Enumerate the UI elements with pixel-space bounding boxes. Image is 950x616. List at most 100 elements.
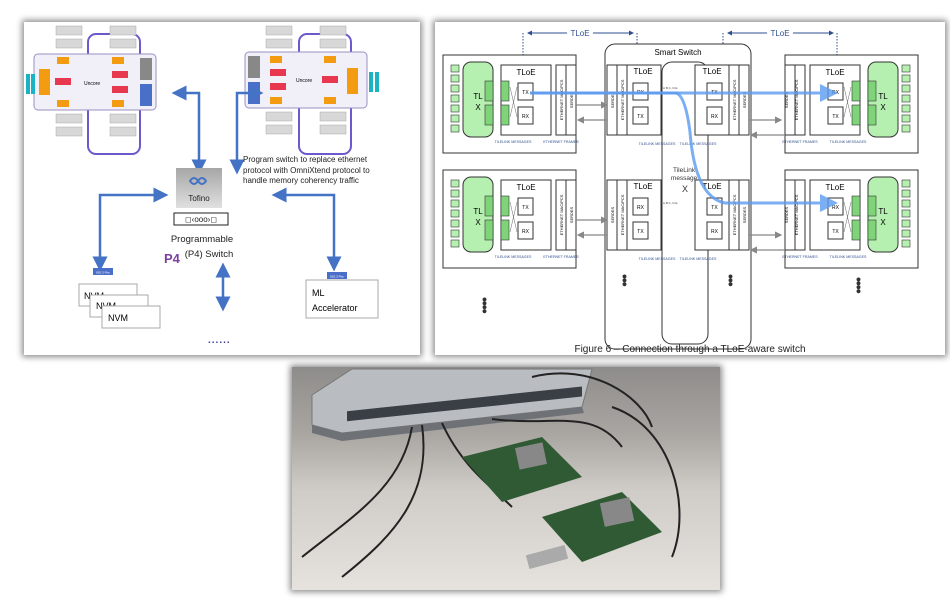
switch-port-bottom-right: TLoE TX RX ETHERNET MAC/PCS SERDES TILELINK M… bbox=[680, 179, 785, 261]
switch-ports-glyph: ◻‹ooo›◻ bbox=[185, 215, 217, 224]
program-switch-note: Program switch to replace ethernet proto… bbox=[243, 155, 372, 185]
svg-text:TX: TX bbox=[832, 229, 839, 235]
svg-text:A,B,C, D,E: A,B,C, D,E bbox=[663, 86, 678, 90]
svg-text:••••: •••• bbox=[851, 277, 867, 294]
svg-text:RX: RX bbox=[637, 205, 645, 211]
svg-text:TX: TX bbox=[711, 205, 718, 211]
svg-text:RX: RX bbox=[522, 229, 530, 235]
svg-text:SERDES: SERDES bbox=[784, 206, 789, 223]
svg-text:SERDES: SERDES bbox=[569, 91, 574, 108]
svg-text:ETHERNET MAC/PCS: ETHERNET MAC/PCS bbox=[559, 79, 564, 120]
svg-text:ETHERNET MAC/PCS: ETHERNET MAC/PCS bbox=[620, 79, 625, 120]
svg-text:TL: TL bbox=[473, 207, 483, 216]
more-devices-ellipsis: ...... bbox=[208, 335, 231, 346]
svg-text:TLoE: TLoE bbox=[633, 182, 652, 191]
p4-logo: P4 bbox=[164, 251, 181, 266]
svg-text:SERDES: SERDES bbox=[784, 91, 789, 108]
svg-text:TILELINK MESSAGES: TILELINK MESSAGES bbox=[495, 255, 532, 259]
svg-text:ETHERNET MAC/PCS: ETHERNET MAC/PCS bbox=[732, 194, 737, 235]
svg-text:ETHERNET FRAMES: ETHERNET FRAMES bbox=[543, 140, 579, 144]
svg-text:TL: TL bbox=[473, 92, 483, 101]
fpga-board-2 bbox=[542, 492, 662, 562]
svg-text:802.3 Phy: 802.3 Phy bbox=[96, 271, 110, 275]
svg-text:SERDES: SERDES bbox=[610, 206, 615, 223]
svg-text:TX: TX bbox=[637, 114, 644, 120]
svg-text:TX: TX bbox=[522, 205, 529, 211]
figure-caption: Figure 6 – Connection through a TLoE-awa… bbox=[574, 344, 805, 355]
svg-text:X: X bbox=[475, 218, 481, 227]
svg-text:RX: RX bbox=[711, 114, 719, 120]
svg-text:TL: TL bbox=[878, 207, 888, 216]
tloe-switch-diagram: TLoE TLoE Smart Switch TL X TLoE TX RX TILELI… bbox=[435, 22, 945, 355]
svg-text:TX: TX bbox=[832, 114, 839, 120]
svg-text:TLoE: TLoE bbox=[770, 29, 789, 38]
smart-switch-label: Smart Switch bbox=[654, 48, 701, 57]
svg-text:RX: RX bbox=[522, 114, 530, 120]
tofino-label: Tofino bbox=[188, 194, 210, 203]
svg-text:TILELINK MESSAGES: TILELINK MESSAGES bbox=[680, 142, 717, 146]
svg-text:X: X bbox=[880, 103, 886, 112]
photo-illustration bbox=[301, 368, 681, 578]
cpu-uncore-right: Uncore bbox=[244, 25, 379, 155]
uncore-label-right: Uncore bbox=[296, 78, 312, 84]
svg-text:ETHERNET FRAMES: ETHERNET FRAMES bbox=[782, 255, 818, 259]
switch-caption-line2: (P4) Switch bbox=[185, 249, 234, 260]
endpoint-left-bottom: TL X TLoE TX RX TILELINK MESSAGES ETHERNET FRA… bbox=[442, 169, 579, 269]
switch-diagram-svg: Uncore Uncore Tofi bbox=[26, 25, 379, 346]
switch-port-bottom: TLoE RX TX SERDES ETHERNET MAC/PCS TILELINK M… bbox=[576, 179, 678, 261]
svg-text:X: X bbox=[880, 218, 886, 227]
svg-text:RX: RX bbox=[832, 205, 840, 211]
svg-text:•••: ••• bbox=[723, 274, 739, 287]
programmable-switch-diagram: Uncore Uncore Tofi bbox=[24, 22, 420, 355]
cpu-uncore-left: Uncore bbox=[26, 25, 157, 155]
nvm-stack: 802.3 Phy NVM NVM NVM bbox=[78, 268, 161, 329]
svg-text:A,B,C, D,E: A,B,C, D,E bbox=[663, 201, 678, 205]
tofino-chip bbox=[176, 168, 222, 208]
switch-caption-line1: Programmable bbox=[171, 234, 233, 245]
svg-text:TILELINK MESSAGES: TILELINK MESSAGES bbox=[830, 255, 867, 259]
svg-text:TLoE: TLoE bbox=[702, 182, 721, 191]
hardware-photo bbox=[292, 367, 720, 590]
more-ellipsis: ••••••• ••••••• bbox=[477, 274, 867, 314]
tloe-span-right: TLoE bbox=[722, 27, 838, 68]
tofino-logo-icon bbox=[188, 177, 208, 185]
switch-icon bbox=[173, 212, 229, 226]
tloe-span-left: TLoE bbox=[522, 27, 638, 68]
svg-text:TILELINK MESSAGES: TILELINK MESSAGES bbox=[495, 140, 532, 144]
svg-text:ETHERNET MAC/PCS: ETHERNET MAC/PCS bbox=[559, 194, 564, 235]
svg-text:ETHERNET FRAMES: ETHERNET FRAMES bbox=[543, 255, 579, 259]
svg-text:802.3 Phy: 802.3 Phy bbox=[330, 275, 344, 279]
svg-text:SERDES: SERDES bbox=[742, 206, 747, 223]
fpga-board-1 bbox=[462, 437, 582, 502]
svg-text:TLoE: TLoE bbox=[570, 29, 589, 38]
svg-text:NVM: NVM bbox=[108, 313, 128, 323]
svg-text:SERDES: SERDES bbox=[569, 206, 574, 223]
svg-text:TLoE: TLoE bbox=[516, 68, 535, 77]
svg-text:SERDES: SERDES bbox=[742, 91, 747, 108]
svg-text:TLoE: TLoE bbox=[702, 67, 721, 76]
svg-text:TILELINK MESSAGES: TILELINK MESSAGES bbox=[680, 257, 717, 261]
svg-text:TX: TX bbox=[522, 90, 529, 96]
svg-text:Accelerator: Accelerator bbox=[312, 303, 358, 313]
svg-text:ETHERNET MAC/PCS: ETHERNET MAC/PCS bbox=[620, 194, 625, 235]
connection-arrows bbox=[92, 85, 342, 312]
svg-text:TX: TX bbox=[637, 229, 644, 235]
cables bbox=[301, 372, 681, 578]
svg-text:ETHERNET MAC/PCS: ETHERNET MAC/PCS bbox=[732, 79, 737, 120]
svg-text:TILELINK MESSAGES: TILELINK MESSAGES bbox=[639, 142, 676, 146]
svg-text:TILELINK MESSAGES: TILELINK MESSAGES bbox=[830, 140, 867, 144]
svg-text:RX: RX bbox=[711, 229, 719, 235]
endpoint-left-top: TL X TLoE TX RX TILELINK MESSAGES ETHERNET FRA… bbox=[442, 54, 579, 154]
svg-text:TL: TL bbox=[878, 92, 888, 101]
tilelink-message-center: TileLink message X bbox=[671, 167, 699, 194]
svg-text:X: X bbox=[475, 103, 481, 112]
svg-text:•••: ••• bbox=[617, 274, 633, 287]
svg-text:TLoE: TLoE bbox=[516, 183, 535, 192]
svg-text:SERDES: SERDES bbox=[610, 91, 615, 108]
uncore-label: Uncore bbox=[84, 81, 100, 87]
svg-text:ML: ML bbox=[312, 288, 325, 298]
svg-text:TILELINK MESSAGES: TILELINK MESSAGES bbox=[639, 257, 676, 261]
